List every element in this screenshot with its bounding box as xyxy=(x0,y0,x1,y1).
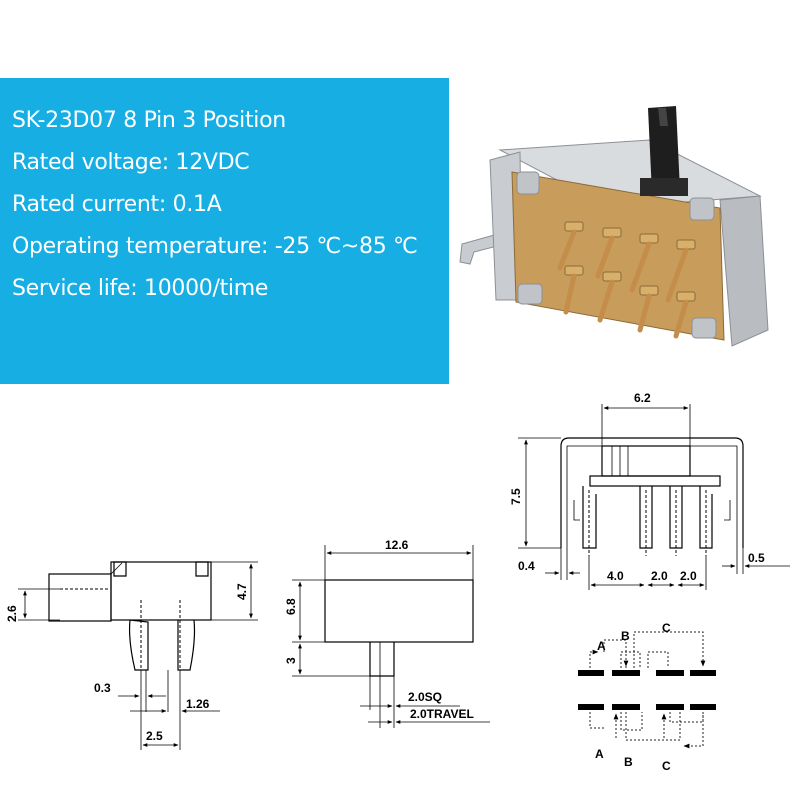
spec-panel: SK-23D07 8 Pin 3 Position Rated voltage:… xyxy=(0,78,449,384)
dim-end-right: 0.5 xyxy=(748,551,765,565)
dim-side-pitch: 2.5 xyxy=(146,729,163,743)
dim-end-actuator: 6.2 xyxy=(634,391,651,405)
spec-model: SK-23D07 8 Pin 3 Position xyxy=(12,108,286,133)
spec-voltage: Rated voltage: 12VDC xyxy=(12,150,250,175)
switch-photo xyxy=(459,106,769,347)
dim-side-height: 4.7 xyxy=(235,583,249,600)
dim-side-actuator: 2.6 xyxy=(5,605,19,622)
schematic-top-b: B xyxy=(621,629,630,643)
dim-front-pin-length: 3 xyxy=(284,657,298,664)
dim-end-left: 0.4 xyxy=(518,559,535,573)
front-view-drawing: 12.6 6.8 3 2.0SQ 2.0TRAVEL xyxy=(284,538,490,728)
spec-service-life: Service life: 10000/time xyxy=(12,276,269,301)
dim-end-height: 7.5 xyxy=(509,488,523,505)
dim-end-pitch-2: 2.0 xyxy=(651,569,668,583)
schematic-top-a: A xyxy=(597,639,606,653)
dim-front-pin-sq: 2.0SQ xyxy=(408,690,442,704)
dim-front-travel: 2.0TRAVEL xyxy=(410,707,474,721)
end-view-drawing: 6.2 7.5 0.4 0.5 4.0 2.0 2.0 xyxy=(509,391,790,590)
dim-end-pitch-3: 2.0 xyxy=(680,569,697,583)
circuit-schematic: A B C A B C xyxy=(578,621,716,773)
dim-side-pin: 0.3 xyxy=(94,681,111,695)
schematic-bottom-b: B xyxy=(624,755,633,769)
spec-temperature: Operating temperature: -25 ℃~85 ℃ xyxy=(12,234,418,259)
dim-side-pin2: 1.26 xyxy=(186,697,210,711)
schematic-bottom-c: C xyxy=(662,759,671,773)
schematic-top-c: C xyxy=(662,621,671,635)
spec-current: Rated current: 0.1A xyxy=(12,192,222,217)
dim-front-length: 12.6 xyxy=(385,538,409,552)
schematic-bottom-a: A xyxy=(595,747,604,761)
dim-end-pitch-1: 4.0 xyxy=(607,569,624,583)
dim-front-height: 6.8 xyxy=(284,598,298,615)
side-view-drawing: 4.7 2.6 0.3 1.26 2.5 xyxy=(5,561,258,750)
